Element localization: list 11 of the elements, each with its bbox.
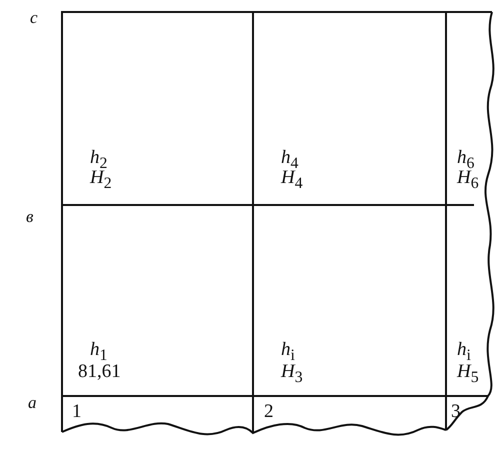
column-number: 1 — [72, 402, 82, 422]
row-label: a — [28, 393, 36, 413]
node-label: H$_{5}$ — [457, 362, 479, 388]
node-label: H$_{3}$ — [281, 362, 303, 388]
column-number: 2 — [264, 402, 274, 422]
node-label: h$_{i}$ — [457, 340, 471, 364]
node-label: 81,61 — [78, 362, 121, 382]
node-label: h$_{i}$ — [281, 340, 295, 364]
row-label: c — [30, 8, 38, 28]
row-label: в — [26, 207, 34, 227]
node-label: h$_{1}$ — [90, 340, 108, 364]
